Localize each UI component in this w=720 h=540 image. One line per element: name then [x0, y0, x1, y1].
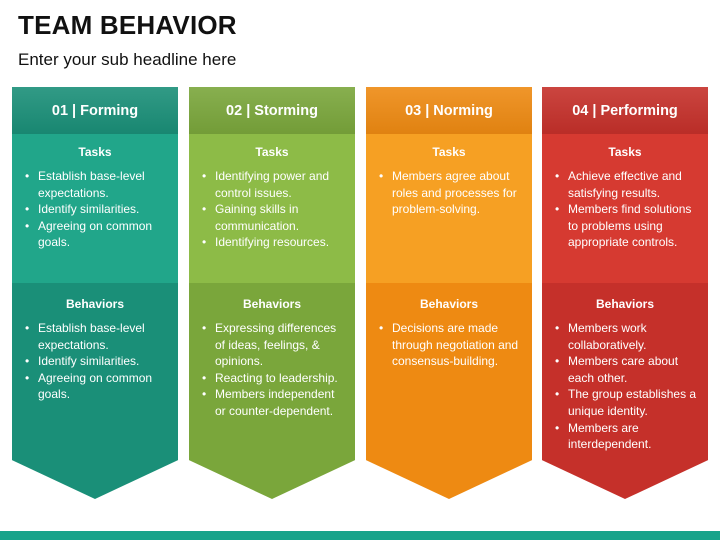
bullet-item: Agreeing on common goals. [24, 370, 170, 403]
stage-header: 03 | Norming [366, 87, 532, 134]
behaviors-title: Behaviors [419, 297, 479, 311]
tasks-list: Achieve effective and satisfying results… [554, 168, 700, 251]
stage-label: 04 | Performing [572, 103, 678, 119]
bullet-item: Achieve effective and satisfying results… [554, 168, 700, 201]
bullet-item: Agreeing on common goals. [24, 218, 170, 251]
stage-header: 04 | Performing [542, 87, 708, 134]
slide-subtitle: Enter your sub headline here [18, 50, 237, 69]
behaviors-panel: Behaviors Expressing differences of idea… [189, 283, 355, 499]
behaviors-panel: Behaviors Decisions are made through neg… [366, 283, 532, 499]
stage-column-performing: 04 | Performing Tasks Achieve effective … [542, 87, 708, 499]
behaviors-panel: Behaviors Establish base-level expectati… [12, 283, 178, 499]
bullet-item: Reacting to leadership. [201, 370, 347, 387]
stage-label: 01 | Forming [51, 103, 139, 119]
accent-bar [0, 531, 720, 540]
tasks-list: Members agree about roles and processes … [378, 168, 524, 218]
header-shine [12, 87, 178, 134]
stage-header: 02 | Storming [189, 87, 355, 134]
tasks-title: Tasks [255, 145, 289, 159]
bullet-item: Members are interdependent. [554, 420, 700, 453]
stage-label: 02 | Storming [226, 103, 318, 119]
bullet-item: Gaining skills in communication. [201, 201, 347, 234]
stage-column-norming: 03 | Norming Tasks Members agree about r… [366, 87, 532, 499]
bullet-item: Establish base-level expectations. [24, 320, 170, 353]
bullet-item: Identifying power and control issues. [201, 168, 347, 201]
behaviors-panel: Behaviors Members work collaboratively.M… [542, 283, 708, 499]
tasks-list: Identifying power and control issues.Gai… [201, 168, 347, 251]
stage-header: 01 | Forming [12, 87, 178, 134]
bullet-item: Identify similarities. [24, 353, 170, 370]
bullet-item: The group establishes a unique identity. [554, 386, 700, 419]
header-shine [366, 87, 532, 134]
stage-column-forming: 01 | Forming Tasks Establish base-level … [12, 87, 178, 499]
bullet-item: Decisions are made through negotiation a… [378, 320, 524, 370]
bullet-item: Members work collaboratively. [554, 320, 700, 353]
slide-title: TEAM BEHAVIOR [18, 10, 237, 40]
bullet-item: Expressing differences of ideas, feeling… [201, 320, 347, 370]
bullet-item: Members agree about roles and processes … [378, 168, 524, 218]
behaviors-list: Establish base-level expectations.Identi… [24, 320, 170, 403]
behaviors-title: Behaviors [65, 297, 125, 311]
header-shine [542, 87, 708, 134]
behaviors-title: Behaviors [595, 297, 655, 311]
bullet-item: Members care about each other. [554, 353, 700, 386]
behaviors-list: Decisions are made through negotiation a… [378, 320, 524, 370]
tasks-list: Establish base-level expectations.Identi… [24, 168, 170, 251]
behaviors-title: Behaviors [242, 297, 302, 311]
bullet-item: Members find solutions to problems using… [554, 201, 700, 251]
tasks-title: Tasks [608, 145, 642, 159]
stage-column-storming: 02 | Storming Tasks Identifying power an… [189, 87, 355, 499]
bullet-item: Identify similarities. [24, 201, 170, 218]
behaviors-list: Members work collaboratively.Members car… [554, 320, 700, 453]
bullet-item: Members independent or counter-dependent… [201, 386, 347, 419]
stage-label: 03 | Norming [405, 103, 493, 119]
header-shine [189, 87, 355, 134]
tasks-title: Tasks [432, 145, 466, 159]
bullet-item: Establish base-level expectations. [24, 168, 170, 201]
behaviors-list: Expressing differences of ideas, feeling… [201, 320, 347, 420]
tasks-title: Tasks [78, 145, 112, 159]
bullet-item: Identifying resources. [201, 234, 347, 251]
